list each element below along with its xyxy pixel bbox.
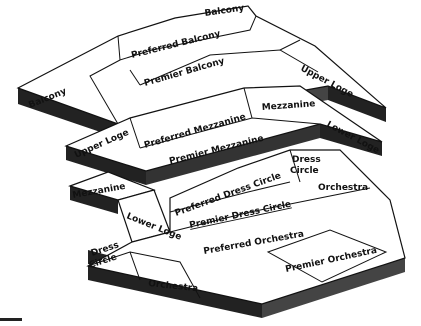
- mezzanine-outline: [64, 85, 383, 172]
- label-dress-circle-right-1: Dress: [292, 155, 321, 165]
- orchestra-tier: [68, 149, 406, 318]
- label-dress-circle-right-2: Circle: [290, 166, 319, 176]
- label-orchestra-right: Orchestra: [318, 183, 368, 193]
- mezzanine-tier: [64, 85, 383, 185]
- label-mezzanine-right: Mezzanine: [262, 99, 316, 113]
- corner-mark: [0, 318, 22, 321]
